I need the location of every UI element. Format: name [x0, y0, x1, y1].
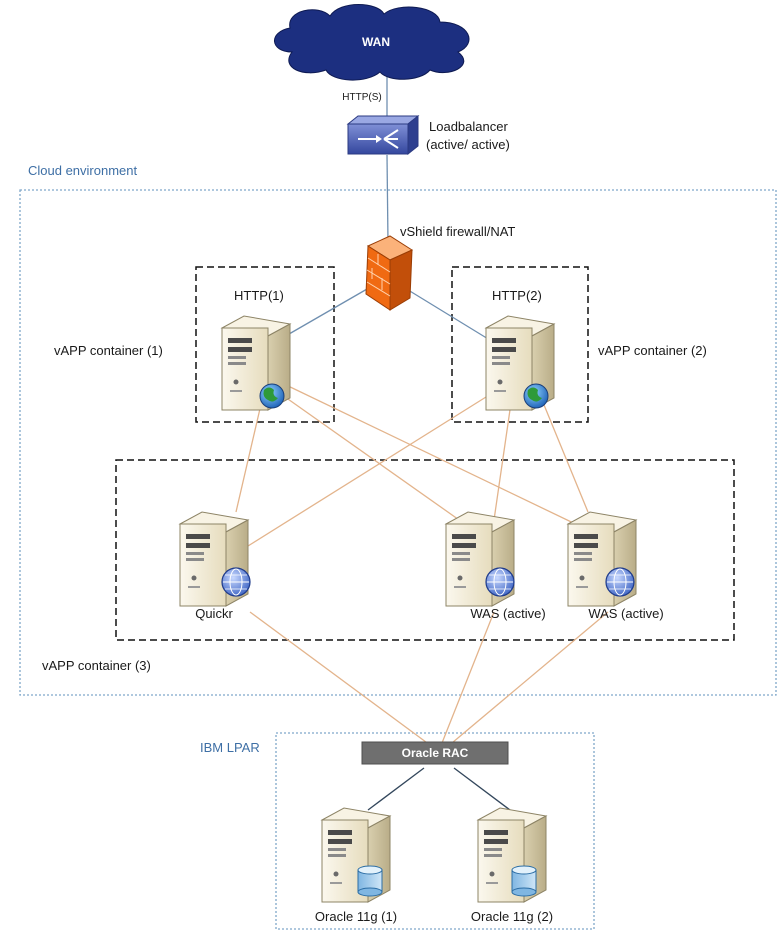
loadbalancer-mode-label: (active/ active) [426, 137, 510, 152]
oracle-rac-bar [361, 741, 509, 765]
quickr-to-rac-link [249, 611, 435, 749]
was1-label: WAS (active) [470, 606, 545, 621]
was2-websphere-icon [605, 567, 635, 597]
was2-label: WAS (active) [588, 606, 663, 621]
http1-globe-icon [259, 383, 285, 409]
ibm-lpar-label: IBM LPAR [200, 740, 260, 755]
wan-cloud-icon [274, 4, 470, 81]
firewall-icon [365, 235, 414, 311]
rac-to-oracle1-link [367, 767, 425, 811]
oracle2-database-icon [511, 865, 537, 897]
oracle1-database-icon [357, 865, 383, 897]
loadbalancer-icon [346, 114, 420, 156]
http2-title: HTTP(2) [492, 288, 542, 303]
vapp-container-2-box [451, 266, 589, 423]
http2-to-was2-link [541, 399, 589, 513]
was2-to-rac-link [445, 611, 609, 749]
oracle-rac-label: Oracle RAC [402, 746, 469, 760]
quickr-websphere-icon [221, 567, 251, 597]
cloud-environment-label: Cloud environment [28, 163, 138, 178]
http1-to-quickr-link [235, 399, 263, 513]
http-s-protocol-label: HTTP(S) [342, 92, 381, 103]
oracle2-label: Oracle 11g (2) [471, 909, 553, 924]
oracle1-label: Oracle 11g (1) [315, 909, 397, 924]
loadbalancer-to-firewall-link [386, 154, 389, 244]
wan-label: WAN [362, 35, 390, 49]
http2-to-quickr-link [247, 391, 495, 547]
ibm-lpar-zone [275, 732, 595, 930]
vapp-container-2-label: vAPP container (2) [598, 343, 707, 358]
vapp-container-1-box [195, 266, 335, 423]
http1-to-was1-link [277, 391, 463, 523]
cloud-environment-zone [19, 189, 777, 696]
loadbalancer-label: Loadbalancer [429, 119, 508, 134]
rac-to-oracle2-link [453, 767, 511, 811]
http1-title: HTTP(1) [234, 288, 284, 303]
vapp-container-3-label: vAPP container (3) [42, 658, 151, 673]
firewall-to-http2-link [399, 284, 499, 346]
network-links [235, 72, 609, 811]
vapp-container-3-box [115, 459, 735, 641]
http2-to-was1-link [493, 395, 513, 521]
was1-to-rac-link [439, 611, 495, 749]
was1-websphere-icon [485, 567, 515, 597]
firewall-label: vShield firewall/NAT [400, 224, 515, 239]
quickr-label: Quickr [195, 606, 233, 621]
http1-to-was2-link [283, 383, 589, 531]
vapp-container-1-label: vAPP container (1) [54, 343, 163, 358]
http2-globe-icon [523, 383, 549, 409]
